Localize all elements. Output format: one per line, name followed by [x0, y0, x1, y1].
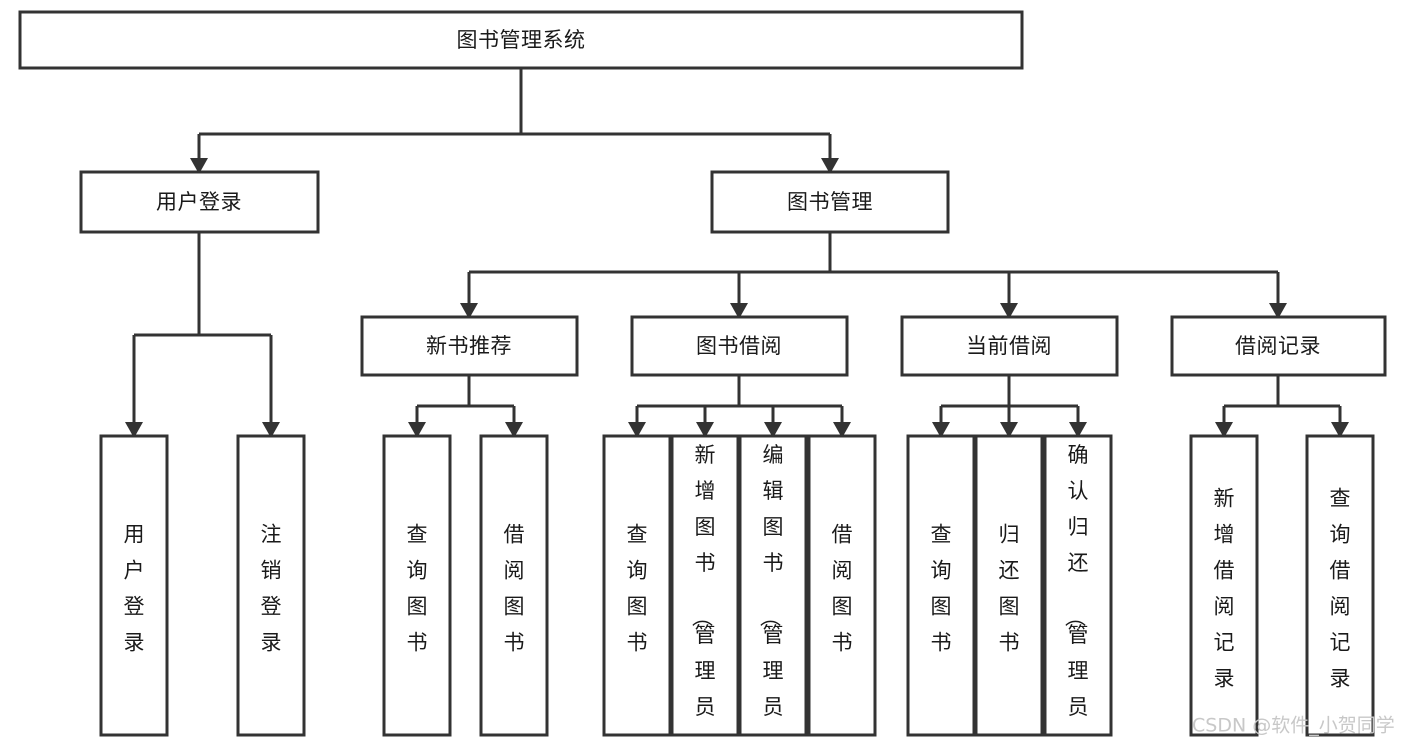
leaf-current-borrow-return-box[interactable]	[974, 434, 1044, 737]
leaf-current-borrow-query-label: 查询图书	[931, 523, 952, 655]
leaf-user-login-logout-label: 注销登录	[261, 523, 282, 655]
node-book-management[interactable]: 图书管理	[710, 170, 950, 234]
node-book-borrow-label: 图书借阅	[696, 334, 782, 358]
leaf-book-borrow-query-label: 查询图书	[627, 523, 648, 655]
leaf-user-login-logout[interactable]: 注销登录	[236, 434, 306, 737]
node-book-borrow-box[interactable]	[630, 315, 849, 377]
node-borrow-record[interactable]: 借阅记录	[1170, 315, 1387, 377]
node-user-login[interactable]: 用户登录	[79, 170, 320, 234]
leaf-book-borrow-borrow-box[interactable]	[807, 434, 877, 737]
node-book-borrow[interactable]: 图书借阅	[630, 315, 849, 377]
node-current-borrow-label: 当前借阅	[966, 334, 1052, 358]
leaf-borrow-record-query-box[interactable]	[1305, 434, 1375, 737]
leaf-new-book-query-label: 查询图书	[407, 523, 428, 655]
node-user-login-label: 用户登录	[156, 190, 242, 214]
node-book-management-label: 图书管理	[787, 190, 873, 214]
leaf-book-borrow-edit-label: 编辑图书（管理员）	[758, 443, 784, 747]
csdn-watermark: CSDN @软件_小贺同学	[1192, 715, 1395, 737]
leaf-book-borrow-edit[interactable]: 编辑图书（管理员）	[738, 434, 808, 747]
leaf-new-book-borrow[interactable]: 借阅图书	[479, 434, 549, 737]
node-new-book-recommend-label: 新书推荐	[426, 334, 512, 358]
node-new-book-recommend[interactable]: 新书推荐	[360, 315, 579, 377]
leaf-book-borrow-borrow-label: 借阅图书	[832, 523, 853, 655]
leaf-user-login-login-label: 用户登录	[124, 523, 145, 655]
leaf-book-borrow-borrow[interactable]: 借阅图书	[807, 434, 877, 737]
node-root-box[interactable]	[18, 10, 1024, 70]
leaf-current-borrow-return[interactable]: 归还图书	[974, 434, 1044, 737]
leaf-user-login-logout-box[interactable]	[236, 434, 306, 737]
leaf-book-borrow-query-box[interactable]	[602, 434, 672, 737]
node-current-borrow-box[interactable]	[900, 315, 1119, 377]
leaf-borrow-record-query-label: 查询借阅记录	[1330, 487, 1351, 691]
leaf-current-borrow-confirm-label: 确认归还（管理员）	[1063, 443, 1089, 747]
node-root-label: 图书管理系统	[457, 28, 586, 52]
node-root-book-management-system[interactable]: 图书管理系统	[18, 10, 1024, 70]
leaf-borrow-record-add[interactable]: 新增借阅记录	[1189, 434, 1259, 737]
leaf-borrow-record-add-box[interactable]	[1189, 434, 1259, 737]
leaf-book-borrow-edit-box[interactable]	[738, 434, 808, 737]
leaf-user-login-login-box[interactable]	[99, 434, 169, 737]
leaf-current-borrow-query-box[interactable]	[906, 434, 976, 737]
node-borrow-record-label: 借阅记录	[1235, 334, 1321, 358]
node-book-management-box[interactable]	[710, 170, 950, 234]
leaf-borrow-record-query[interactable]: 查询借阅记录	[1305, 434, 1375, 737]
leaf-new-book-query-box[interactable]	[382, 434, 452, 737]
leaf-book-borrow-query[interactable]: 查询图书	[602, 434, 672, 737]
leaf-new-book-query[interactable]: 查询图书	[382, 434, 452, 737]
leaf-book-borrow-add-label: 新增图书（管理员）	[690, 443, 716, 747]
leaf-book-borrow-add[interactable]: 新增图书（管理员）	[670, 434, 740, 747]
leaf-current-borrow-confirm[interactable]: 确认归还（管理员）	[1043, 434, 1113, 747]
leaf-current-borrow-query[interactable]: 查询图书	[906, 434, 976, 737]
leaf-borrow-record-add-label: 新增借阅记录	[1214, 487, 1235, 691]
leaf-new-book-borrow-box[interactable]	[479, 434, 549, 737]
leaf-new-book-borrow-label: 借阅图书	[504, 523, 525, 655]
leaf-current-borrow-return-label: 归还图书	[999, 523, 1020, 655]
node-current-borrow[interactable]: 当前借阅	[900, 315, 1119, 377]
leaf-user-login-login[interactable]: 用户登录	[99, 434, 169, 737]
node-new-book-recommend-box[interactable]	[360, 315, 579, 377]
connector-layer	[125, 68, 1349, 438]
leaf-current-borrow-confirm-box[interactable]	[1043, 434, 1113, 737]
node-borrow-record-box[interactable]	[1170, 315, 1387, 377]
node-user-login-box[interactable]	[79, 170, 320, 234]
leaf-book-borrow-add-box[interactable]	[670, 434, 740, 737]
